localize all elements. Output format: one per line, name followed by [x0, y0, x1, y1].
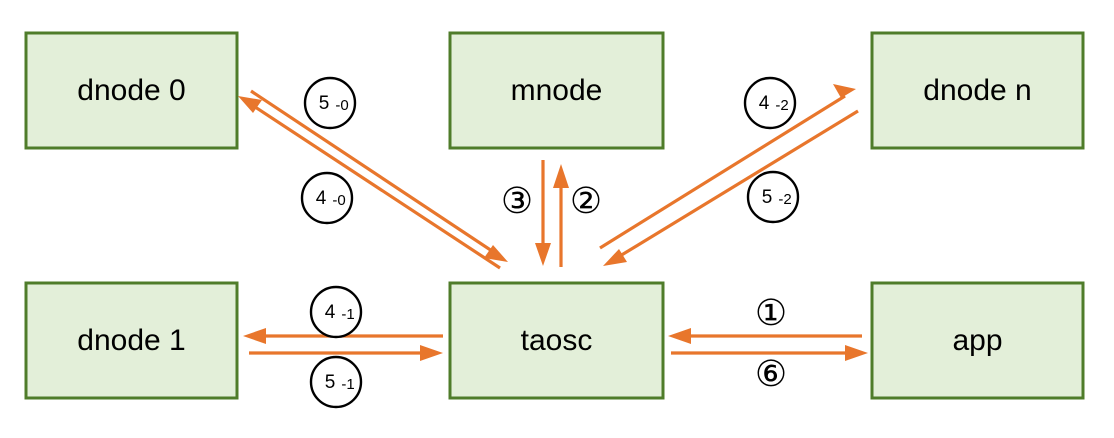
badge-label-main: ③ [501, 181, 533, 222]
badge-4-1[interactable]: 4 -1 [309, 285, 363, 339]
arrow-head-icon [553, 164, 569, 188]
arrow-head-icon [238, 96, 262, 113]
node-dnode-1[interactable]: dnode 1 [24, 281, 239, 400]
badge-label-main: 4 [316, 188, 327, 209]
badge-4-2[interactable]: 4 -2 [743, 76, 797, 130]
arrow-head-icon [668, 328, 691, 344]
edge-line [245, 99, 501, 270]
badge-6[interactable]: ⑥ [755, 354, 787, 395]
arrow-head-icon [845, 345, 868, 361]
edge-6[interactable] [671, 345, 868, 361]
badge-label-sub: -1 [341, 376, 354, 393]
badge-circle-icon [300, 171, 354, 225]
badge-circle-icon [746, 170, 800, 224]
node-dnode-n[interactable]: dnode n [870, 31, 1085, 150]
badge-circle-icon [309, 355, 363, 409]
badge-label-sub: -1 [341, 306, 354, 323]
badge-label-main: ② [570, 181, 602, 222]
badge-5-1[interactable]: 5 -1 [309, 355, 363, 409]
badge-label-sub: -0 [332, 192, 345, 209]
edge-5-2[interactable] [603, 109, 859, 266]
badge-5-2[interactable]: 5 -2 [746, 170, 800, 224]
node-box [870, 281, 1085, 400]
badge-circle-icon [743, 76, 797, 130]
edge-5-1[interactable] [249, 345, 443, 361]
badge-4-0[interactable]: 4 -0 [300, 171, 354, 225]
node-box [870, 31, 1085, 150]
badge-label-main: ① [755, 293, 787, 334]
arrow-head-icon [833, 84, 856, 98]
badge-label-main: 5 [762, 187, 773, 208]
edge-line [599, 94, 846, 250]
badge-label-sub: -0 [335, 97, 348, 114]
badge-label-sub: -2 [778, 191, 791, 208]
node-box [448, 281, 665, 400]
arrow-head-icon [603, 249, 627, 266]
node-dnode-0[interactable]: dnode 0 [24, 31, 239, 150]
node-label: dnode 1 [77, 324, 185, 357]
node-box [24, 281, 239, 400]
node-taosc[interactable]: taosc [448, 281, 665, 400]
badge-circle-icon [303, 76, 357, 130]
badge-label-main: 4 [325, 302, 336, 323]
node-label: mnode [511, 74, 603, 107]
badge-1[interactable]: ① [755, 293, 787, 334]
node-label: taosc [521, 324, 593, 357]
edge-3[interactable] [535, 160, 551, 266]
node-label: dnode n [923, 74, 1031, 107]
arrow-head-icon [484, 245, 508, 262]
badge-label-main: 5 [319, 93, 330, 114]
badge-5-0[interactable]: 5 -0 [303, 76, 357, 130]
node-app[interactable]: app [870, 281, 1085, 400]
arrow-head-icon [243, 328, 266, 344]
edge-1[interactable] [668, 328, 862, 344]
arrow-head-icon [420, 345, 443, 361]
badge-circle-icon [309, 285, 363, 339]
node-box [448, 31, 665, 150]
edge-4-1[interactable] [243, 328, 443, 344]
edge-line [250, 89, 499, 257]
badge-2[interactable]: ② [570, 181, 602, 222]
edge-2[interactable] [553, 164, 569, 267]
badge-label-main: 4 [759, 93, 770, 114]
node-box [24, 31, 239, 150]
badge-label-main: 5 [325, 372, 336, 393]
arrow-head-icon [535, 243, 551, 266]
node-mnode[interactable]: mnode [448, 31, 665, 150]
node-label: dnode 0 [77, 74, 185, 107]
edge-4-0[interactable] [250, 89, 508, 262]
edge-4-2[interactable] [599, 84, 856, 250]
edge-line [614, 109, 859, 261]
badge-label-sub: -2 [775, 97, 788, 114]
node-label: app [952, 324, 1002, 357]
badge-label-main: ⑥ [755, 354, 787, 395]
badge-3[interactable]: ③ [501, 181, 533, 222]
edge-5-0[interactable] [238, 96, 501, 270]
